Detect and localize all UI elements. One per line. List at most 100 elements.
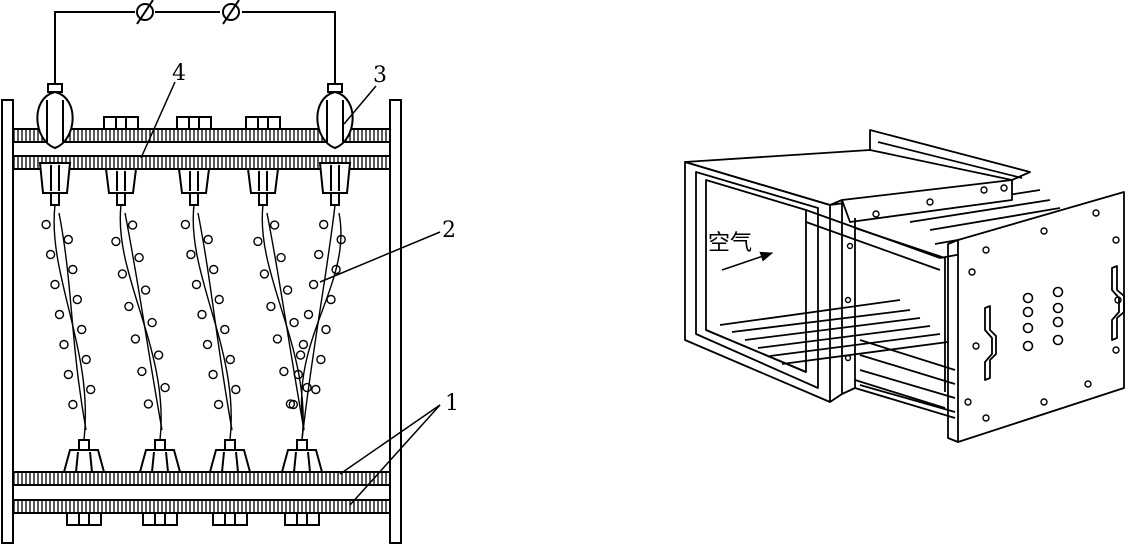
- wire-coil: [160, 382, 170, 393]
- top-support-bars: [12, 128, 391, 170]
- callout-label-2: 2: [442, 218, 456, 243]
- callout-label-3: 3: [373, 63, 387, 88]
- wire-coil: [130, 334, 141, 344]
- wire-coil: [45, 249, 56, 260]
- wire-coil: [331, 264, 341, 275]
- wire-coil: [76, 324, 87, 335]
- wire-coil: [272, 334, 283, 344]
- terminal-symbol-right: [222, 0, 240, 25]
- wire-coil: [213, 399, 224, 410]
- resistance-wire: [261, 204, 304, 441]
- wire-coil: [308, 279, 319, 290]
- insulator-bottom-3: [208, 439, 252, 526]
- terminal-stud: [1052, 334, 1064, 346]
- inlet-frame: [684, 161, 843, 403]
- mounting-hole: [1114, 296, 1122, 304]
- wire-coil: [279, 366, 289, 377]
- resistance-wire: [192, 204, 232, 441]
- side-post-left: [1, 99, 14, 544]
- rear-flange: [869, 129, 1031, 181]
- wire-coil: [220, 324, 230, 335]
- wire-coil: [68, 264, 78, 275]
- wire-coil: [153, 350, 164, 360]
- terminal-slot-left: [984, 305, 997, 381]
- callout-label-4: 4: [172, 61, 186, 86]
- wire-coil: [276, 252, 286, 263]
- power-supply-wiring: [54, 0, 336, 84]
- resistance-wire: [300, 212, 342, 431]
- wire-coil: [316, 354, 326, 365]
- wire-coil: [127, 220, 138, 230]
- terminal-stud: [1022, 292, 1034, 304]
- terminal-stud: [1052, 286, 1064, 298]
- mounting-hole: [1040, 398, 1048, 406]
- resistance-wire: [197, 212, 233, 431]
- resistance-wire: [58, 212, 87, 431]
- terminal-stud: [1022, 306, 1034, 318]
- wire-coil: [117, 269, 128, 279]
- wire-coil: [289, 317, 299, 328]
- insulator-top-4: [245, 116, 281, 206]
- wire-coil: [293, 369, 303, 380]
- wire-coil: [191, 279, 202, 290]
- wire-coil: [321, 324, 331, 335]
- wire-coil: [266, 301, 276, 312]
- insulator-top-2: [103, 116, 139, 206]
- terminal-studs: [1022, 286, 1064, 352]
- mounting-hole: [982, 246, 990, 254]
- wire-coil: [137, 366, 147, 377]
- wire-coil: [269, 220, 280, 230]
- mounting-hole: [972, 342, 980, 350]
- insulator-bottom-2: [138, 439, 182, 526]
- terminal-stud: [1022, 322, 1034, 334]
- wire-coil: [81, 354, 91, 365]
- wire-coil: [225, 354, 236, 365]
- wire-coil: [326, 294, 336, 305]
- wire-coil: [259, 269, 270, 279]
- wire-coil: [282, 285, 293, 295]
- wire-coil: [85, 384, 96, 395]
- mounting-hole: [982, 414, 990, 422]
- insulator-top-left: [36, 83, 74, 206]
- wire-coil: [134, 252, 144, 263]
- mounting-hole: [1112, 236, 1120, 244]
- resistance-wire: [53, 204, 86, 441]
- wire-coil: [143, 399, 154, 409]
- wire-coil: [288, 399, 298, 410]
- airflow-arrow: [721, 251, 774, 271]
- wire-coil: [54, 309, 65, 320]
- wire-coil: [208, 369, 218, 380]
- wire-coil: [214, 294, 224, 305]
- wire-coil: [197, 309, 207, 320]
- mounting-hole: [968, 268, 976, 276]
- mounting-hole: [1040, 227, 1048, 235]
- wire-coil: [68, 399, 78, 410]
- leader-lines: [140, 81, 441, 506]
- wire-coil: [140, 285, 151, 295]
- terminal-symbol-left: [136, 0, 154, 25]
- wire-coil: [186, 249, 196, 260]
- wire-coil: [41, 219, 51, 230]
- wire-coil: [253, 236, 263, 247]
- insulator-top-right: [316, 83, 354, 206]
- wire-coil: [302, 382, 312, 393]
- wire-coil: [147, 317, 157, 328]
- terminal-stud: [1052, 316, 1064, 328]
- insulator-top-3: [176, 116, 212, 206]
- wire-coil: [59, 339, 69, 350]
- terminal-plate: [957, 191, 1125, 443]
- wire-coil: [319, 219, 329, 230]
- wire-coil: [111, 236, 121, 247]
- side-post-right: [389, 99, 402, 544]
- terminal-stud: [1022, 340, 1034, 352]
- resistance-wires: [41, 204, 346, 441]
- frame-rivets: [844, 184, 1008, 362]
- wire-coil: [180, 219, 191, 230]
- terminal-stud: [1052, 302, 1064, 314]
- callout-label-1: 1: [445, 391, 459, 416]
- wire-coil: [63, 234, 74, 245]
- wire-coil: [50, 279, 60, 290]
- wire-coil: [311, 384, 321, 395]
- wire-coil: [303, 309, 314, 320]
